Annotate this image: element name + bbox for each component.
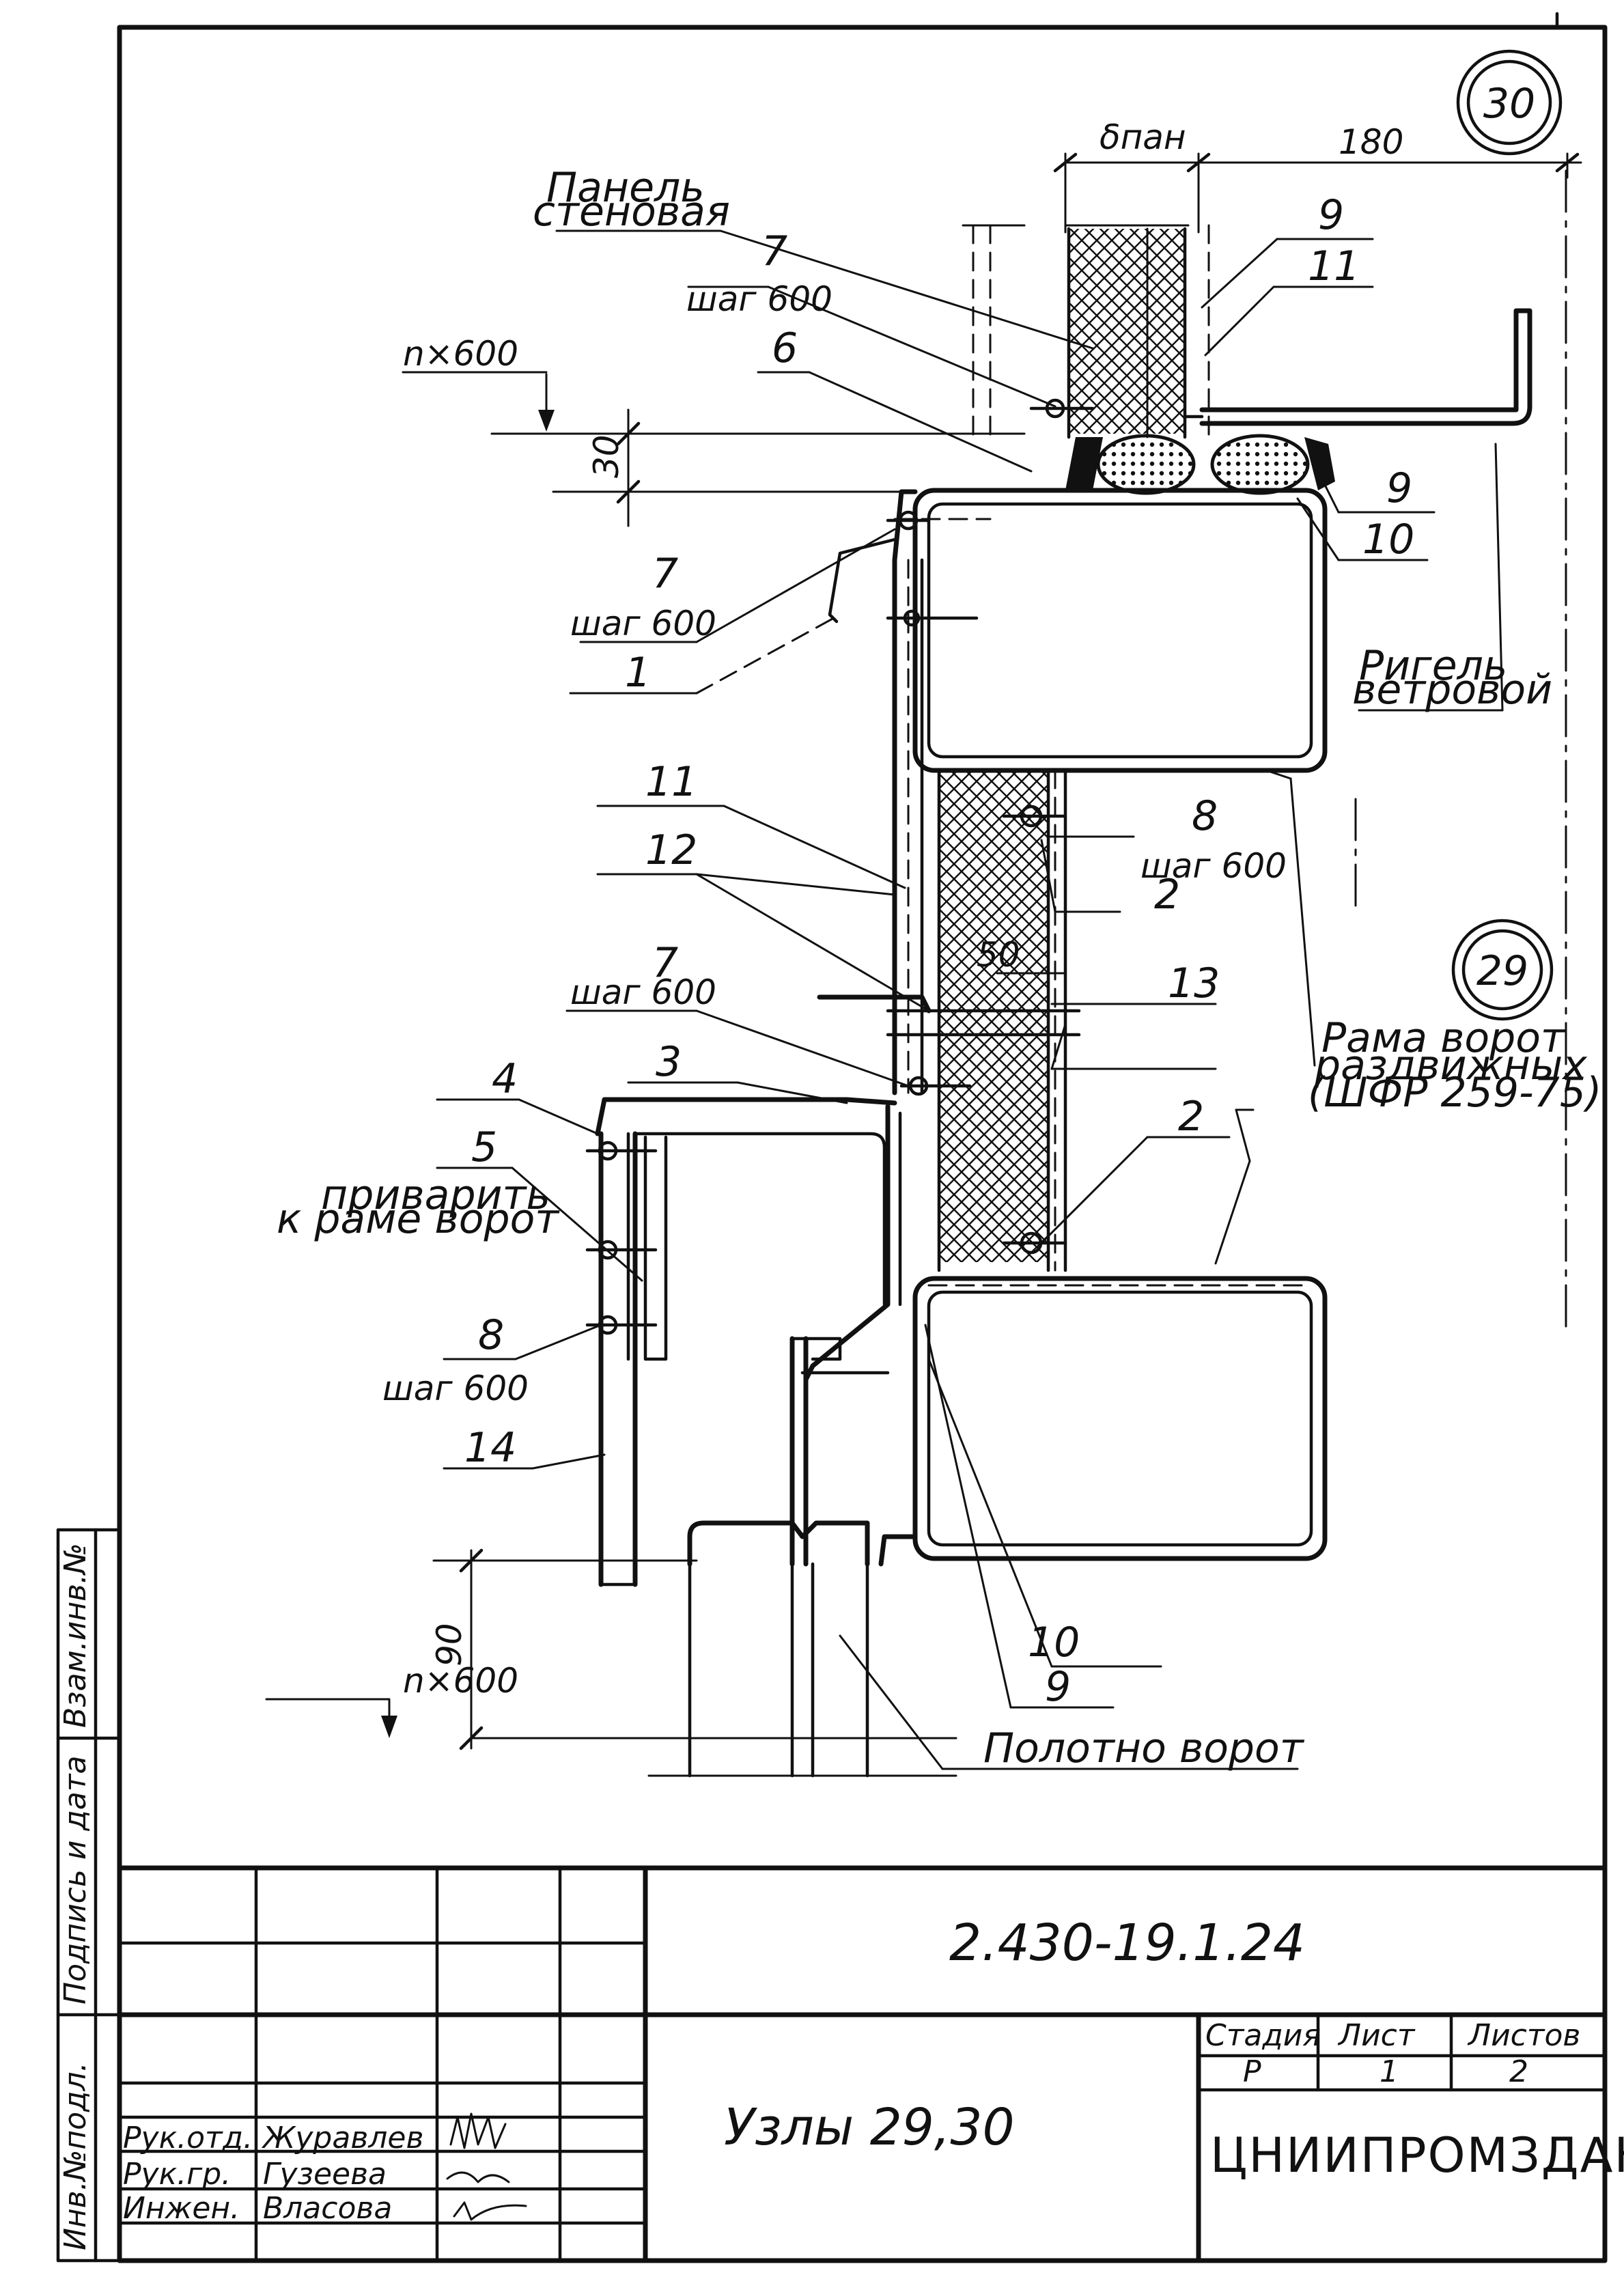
step-7b: шаг 600	[570, 604, 716, 643]
stage-header: Стадия	[1205, 2018, 1321, 2053]
dim-50: 50	[977, 935, 1020, 975]
dim-90: 90	[430, 1623, 469, 1666]
seals-top	[1065, 434, 1335, 495]
role-3: Инжен.	[123, 2191, 240, 2226]
label-frame-2: раздвижных	[1314, 1042, 1587, 1089]
callout-3: 3	[656, 1038, 682, 1086]
callout-11a: 11	[1308, 242, 1360, 290]
dim-nx600-bottom: n×600	[403, 1661, 518, 1701]
gate-jamb	[595, 1097, 902, 1587]
label-rigel-2: ветровой	[1352, 666, 1552, 714]
callout-7a: 7	[761, 227, 787, 275]
role-1: Рук.отд.	[123, 2121, 253, 2155]
callout-6: 6	[772, 324, 798, 372]
callout-2a: 2	[1154, 871, 1180, 919]
step-7a: шаг 600	[686, 279, 832, 319]
node-circle-30	[1456, 49, 1563, 156]
label-weld-2: к раме ворот	[277, 1195, 560, 1243]
signature-2	[446, 2171, 510, 2183]
label-frame-1: Рама ворот	[1321, 1014, 1566, 1062]
insulation-strip	[817, 489, 1067, 1272]
callout-10a: 10	[1362, 516, 1414, 563]
drawing-labels: 30 29 δпан 180 n×600 n×600 30 90 50 Пане…	[277, 80, 1601, 1772]
role-2: Рук.гр.	[123, 2157, 231, 2192]
name-3: Власова	[263, 2191, 392, 2226]
dim-nx600-top: n×600	[403, 334, 518, 374]
label-gate-leaf: Полотно ворот	[983, 1724, 1305, 1772]
signature-3	[453, 2201, 527, 2221]
callout-12: 12	[645, 826, 697, 874]
doc-code: 2.430-19.1.24	[949, 1914, 1305, 1972]
bolts	[585, 398, 1095, 1335]
stamp-inv-orig: Инв.№подл.	[58, 2062, 93, 2250]
organization: ЦНИИПРОМЗДАНИЙ	[1210, 2127, 1624, 2183]
node-29-label: 29	[1476, 947, 1528, 995]
callout-11b: 11	[645, 758, 697, 806]
node-30-label: 30	[1483, 80, 1535, 128]
signature-1	[449, 2112, 507, 2149]
side-stamp: Инв.№подл. Подпись и дата Взам.инв.№	[56, 1528, 122, 2263]
label-frame-3: (ШФР 259-75)	[1308, 1069, 1601, 1117]
dimensions	[265, 152, 1582, 1750]
sheets-value: 2	[1509, 2054, 1528, 2089]
dim-30: 30	[587, 434, 626, 478]
step-8b: шаг 600	[382, 1369, 529, 1408]
label-rigel-1: Ригель	[1359, 642, 1507, 690]
label-panel-1: Панель	[546, 164, 705, 212]
step-7c: шаг 600	[570, 973, 716, 1012]
callout-7c: 7	[652, 939, 678, 987]
callout-10b: 10	[1028, 1619, 1080, 1666]
callout-1: 1	[625, 649, 651, 697]
name-1: Журавлев	[261, 2121, 423, 2155]
axis-lines	[1354, 169, 1567, 1333]
frame-tube-upper	[912, 488, 1328, 773]
sheets-header: Листов	[1467, 2018, 1580, 2053]
callout-4: 4	[492, 1055, 518, 1103]
callout-14: 14	[464, 1424, 516, 1472]
callout-2b: 2	[1178, 1093, 1204, 1141]
callout-5: 5	[471, 1123, 497, 1171]
wind-rigel	[1183, 308, 1532, 426]
sheet-value: 1	[1380, 2054, 1399, 2089]
callout-9b: 9	[1386, 464, 1412, 512]
callout-9c: 9	[1045, 1663, 1071, 1711]
callout-13: 13	[1168, 960, 1220, 1007]
callout-9a: 9	[1318, 191, 1344, 239]
name-2: Гузеева	[263, 2157, 387, 2192]
doc-title: Узлы 29,30	[724, 2098, 1015, 2157]
callout-7b: 7	[652, 550, 678, 598]
leader-lines	[436, 229, 1504, 1770]
stamp-sign-date: Подпись и дата	[58, 1756, 93, 2004]
step-8a: шаг 600	[1140, 846, 1287, 886]
label-weld-1: приварить	[321, 1171, 550, 1219]
dim-180: 180	[1339, 122, 1403, 162]
label-panel-2: стеновая	[533, 188, 730, 236]
sheet-frame	[117, 12, 1608, 2263]
title-block: 2.430-19.1.24 Узлы 29,30 Стадия Лист Лис…	[117, 1865, 1624, 2263]
wall-panel	[962, 224, 1210, 439]
stage-value: Р	[1243, 2054, 1261, 2089]
stamp-replaced: Взам.инв.№	[58, 1543, 93, 1728]
callout-8a: 8	[1192, 792, 1218, 840]
callout-8b: 8	[478, 1311, 504, 1359]
frame-tube-lower	[912, 1276, 1328, 1561]
dim-panel-thickness: δпан	[1100, 117, 1186, 157]
node-circle-29	[1451, 919, 1554, 1021]
sheet-header: Лист	[1337, 2018, 1416, 2053]
bracket-1	[828, 518, 992, 624]
